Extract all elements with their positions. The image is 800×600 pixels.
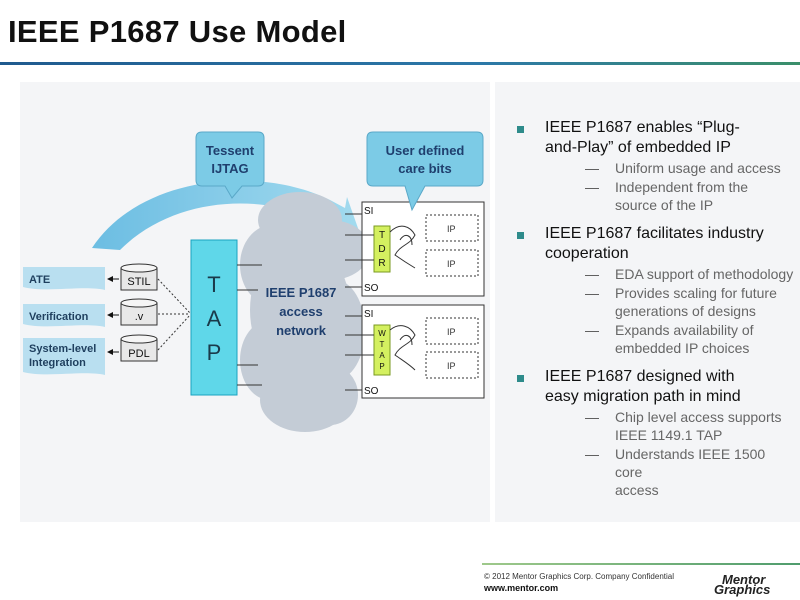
sub-text: source of the IP [615,197,714,213]
bullet-item: IEEE P1687 designed with easy migration … [513,367,795,499]
sub-text: Provides scaling for future [615,285,777,301]
tap-box [190,239,238,396]
tap-letter-a: A [207,306,222,331]
bullet-text-line: cooperation [545,245,629,262]
tap-letter-t: T [207,272,220,297]
title-rule [0,62,800,65]
network-label-line1: IEEE P1687 [266,285,337,300]
file-v-icon: .v [120,298,158,326]
footer-rule [482,563,800,565]
bullet-list: IEEE P1687 enables “Plug- and-Play” of e… [513,118,795,507]
sub-text: access [615,482,659,498]
logo-word-2: Graphics [714,582,771,597]
user-callout-line2: care bits [398,161,451,176]
wtap-letter-a: A [379,351,385,360]
lower-si-label: SI [364,309,373,320]
bullet-text-line: IEEE P1687 designed with [545,368,735,385]
tdr-letter-d: D [378,244,385,255]
wtap-box [373,324,391,376]
sub-text: generations of designs [615,303,756,319]
upper-ip-text-2: IP [447,259,456,269]
wtap-letter-p: P [379,362,384,371]
bullet-marker [517,126,524,133]
copyright-text: © 2012 Mentor Graphics Corp. Company Con… [484,572,674,581]
bullet-marker [517,232,524,239]
tdr-letter-r: R [378,258,385,269]
bullet-item: IEEE P1687 enables “Plug- and-Play” of e… [513,118,795,214]
upper-si-label: SI [364,206,373,217]
lower-ip-box-2 [425,351,479,379]
file-stil-icon: STIL [120,263,158,291]
file-v-text: .v [135,311,144,323]
bullet-text-line: and-Play” of embedded IP [545,139,731,156]
logo-word-1: Mentor [722,572,766,587]
lower-so-label: SO [364,386,379,397]
label-system-level-line2: Integration [29,357,86,369]
file-pdl-text: PDL [128,348,149,360]
bullets-panel [495,82,800,522]
sub-item: —EDA support of methodology [585,266,794,282]
bullet-text-line: easy migration path in mind [545,388,741,405]
label-system-level-line1: System-level [29,343,96,355]
upper-ip-text-1: IP [447,224,456,234]
sub-item: —Uniform usage and access [585,160,781,176]
bullet-text-line: IEEE P1687 facilitates industry [545,225,764,242]
bullet-marker [517,375,524,382]
wtap-letter-t: T [380,340,385,349]
label-verification: Verification [23,304,105,327]
upper-ip-box-2 [425,249,479,277]
label-ate-text: ATE [29,274,50,286]
tdr-box [373,225,391,273]
slide-title: IEEE P1687 Use Model [8,14,347,49]
sub-text: Expands availability of [615,322,754,338]
tap-letter-p: P [207,340,222,365]
file-stil-text: STIL [127,276,150,288]
user-defined-callout: User defined care bits [366,131,484,212]
tdr-letter-t: T [379,230,385,241]
bullet-item: IEEE P1687 facilitates industry cooperat… [513,224,795,357]
user-callout-line1: User defined [386,143,465,158]
sub-text: Understands IEEE 1500 core [615,446,766,480]
access-network-cloud [240,192,370,432]
upper-ip-box-1 [425,214,479,242]
upper-so-label: SO [364,283,379,294]
sub-text: Uniform usage and access [615,160,781,176]
lower-ip-text-1: IP [447,327,456,337]
sub-text: embedded IP choices [615,340,750,356]
tessent-callout-line1: Tessent [206,143,255,158]
mentor-graphics-logo: Mentor Graphics [712,572,792,597]
sub-text: EDA support of methodology [615,266,794,282]
bullet-text-line: IEEE P1687 enables “Plug- [545,119,740,136]
label-ate: ATE [23,267,105,290]
sub-text: IEEE 1149.1 TAP [615,427,723,443]
sub-text: Chip level access supports [615,409,782,425]
network-label-line2: access [279,304,322,319]
label-verification-text: Verification [29,311,89,323]
website-link[interactable]: www.mentor.com [484,583,559,593]
network-label-line3: network [276,323,327,338]
lower-ip-text-2: IP [447,361,456,371]
label-system-level: System-level Integration [23,338,105,375]
tessent-ijtag-callout: Tessent IJTAG [195,131,265,199]
sub-text: Independent from the [615,179,749,195]
file-pdl-icon: PDL [120,334,158,362]
wtap-letter-w: W [378,329,386,338]
lower-ip-box-1 [425,317,479,345]
tessent-callout-line2: IJTAG [211,161,248,176]
